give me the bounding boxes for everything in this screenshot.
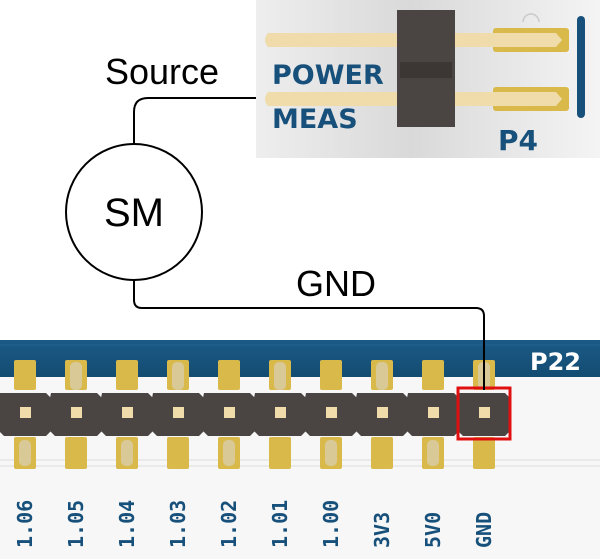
p4-header: POWER MEAS P4 (256, 0, 600, 158)
pin-contact (479, 407, 490, 418)
pin-label: 1.03 (166, 500, 190, 548)
pin-contact (224, 407, 235, 418)
pin-label: 1.00 (319, 500, 343, 548)
p22-pin-1-06: 1.06 (0, 360, 51, 548)
p4-name: P4 (498, 124, 538, 157)
pin-label: GND (472, 512, 496, 548)
p4-silkscreen-bar (577, 16, 585, 118)
p22-pin-3v3: 3V3 (356, 360, 408, 548)
p22-pin-1-03: 1.03 (152, 360, 204, 548)
pin-contact (173, 407, 184, 418)
p22-pin-gnd: GND (458, 360, 510, 548)
source-label: Source (105, 51, 219, 92)
p22-pin-1-02: 1.02 (203, 360, 255, 548)
p22-pcb-strip (0, 340, 600, 377)
p22-name: P22 (530, 348, 581, 376)
pin-label: 1.06 (13, 500, 37, 548)
pin-contact (377, 407, 388, 418)
pin-label: 3V3 (370, 512, 394, 548)
jumper-cap (397, 10, 455, 127)
pin-label: 1.02 (217, 500, 241, 548)
p22-pin-1-01: 1.01 (254, 360, 306, 548)
schematic: Source SM GND (65, 51, 485, 390)
pin-contact (326, 407, 337, 418)
ground-wire (133, 280, 485, 390)
p4-silkscreen-mark (522, 13, 540, 23)
pin-contact (71, 407, 82, 418)
p22-pin-5v0: 5V0 (407, 360, 459, 548)
p22-header: P22 1.06 1.05 1.04 1.03 1.02 1.01 1.00 3V3 5V0 GN… (0, 340, 600, 559)
pin-contact (20, 407, 31, 418)
gnd-label: GND (296, 263, 376, 304)
meter-label: SM (104, 191, 164, 235)
pin-label: 1.05 (64, 500, 88, 548)
p4-label-power: POWER (272, 60, 384, 91)
pin-label: 5V0 (421, 512, 445, 548)
pin-label: 1.04 (115, 500, 139, 548)
pin-contact (275, 407, 286, 418)
p4-label-meas: MEAS (272, 104, 358, 135)
p22-pin-row: 1.06 1.05 1.04 1.03 1.02 1.01 1.00 3V3 5V0 GND (0, 360, 510, 548)
source-wire (133, 97, 256, 144)
p22-pin-1-05: 1.05 (50, 360, 102, 548)
p22-pin-1-04: 1.04 (101, 360, 153, 548)
pin-contact (428, 407, 439, 418)
pin-label: 1.01 (268, 500, 292, 548)
p22-pin-1-00: 1.00 (305, 360, 357, 548)
pin-contact (122, 407, 133, 418)
